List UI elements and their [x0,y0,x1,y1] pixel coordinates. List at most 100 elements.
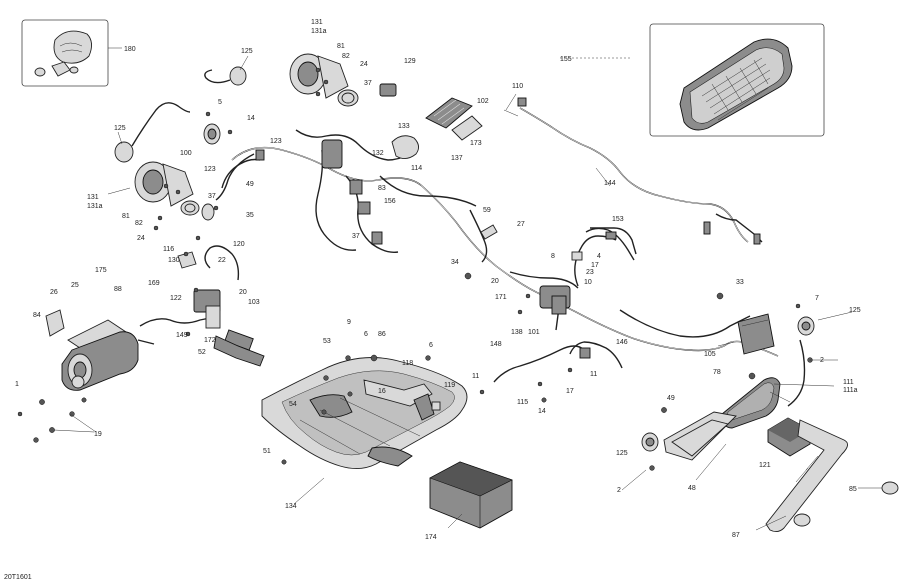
lamp-125-left [114,102,191,163]
callout-155: 155 [560,56,572,63]
callout-48: 48 [688,485,696,492]
callout-53: 53 [323,338,331,345]
callout-130: 130 [168,257,180,264]
callout-82: 82 [342,53,350,60]
relay-129 [379,83,397,97]
callout-34: 34 [451,259,459,266]
leader-lines [53,47,882,531]
callout-100: 100 [180,150,192,157]
callout-85: 85 [849,486,857,493]
license-bracket-87 [765,419,899,533]
callout-51: 51 [263,448,271,455]
callout-37: 37 [352,233,360,240]
inset-module-155 [649,23,825,137]
callout-118: 118 [402,360,413,367]
callout-24: 24 [137,235,145,242]
callout-9: 9 [347,319,351,326]
lamp-125-upper [204,66,247,86]
callout-84: 84 [33,312,41,319]
lamp-125-lower-right [641,432,659,452]
callout-26: 26 [50,289,58,296]
headlight-131-upper [289,53,359,107]
callout-171: 171 [495,294,507,301]
main-wire-harness [215,129,806,407]
callout-4: 4 [597,253,601,260]
callout-115: 115 [517,399,528,406]
callout-82: 82 [135,220,143,227]
lamp-125-right [797,316,815,336]
lamp-37-ring-lower [201,203,215,221]
callout-131: 131 [311,19,323,26]
callout-149: 149 [176,332,188,339]
module-105 [737,313,775,355]
headlight-131-lower [134,161,200,216]
callout-17: 17 [591,262,599,269]
callout-6: 6 [364,331,368,338]
callout-138: 138 [511,329,523,336]
callout-52: 52 [198,349,206,356]
callout-10: 10 [584,279,592,286]
callout-86: 86 [378,331,386,338]
callout-2: 2 [617,487,621,494]
callout-134: 134 [285,503,297,510]
callout-87: 87 [732,532,740,539]
callout-148: 148 [490,341,502,348]
callout-59: 59 [483,207,491,214]
callout-103: 103 [248,299,260,306]
callout-88: 88 [114,286,122,293]
callout-54: 54 [289,401,297,408]
callout-25: 25 [71,282,79,289]
callout-123: 123 [204,166,216,173]
callout-78: 78 [713,369,721,376]
bracket-48 [663,411,737,461]
callout-120: 120 [233,241,245,248]
callout-116: 116 [163,246,174,253]
callout-132: 132 [372,150,384,157]
callout-119: 119 [444,382,455,389]
callout-17: 17 [566,388,574,395]
callout-131a: 131a [87,203,103,210]
callout-172: 172 [204,337,216,344]
callout-6: 6 [429,342,433,349]
callout-174: 174 [425,534,437,541]
callout-122: 122 [170,295,182,302]
lamp-100 [203,123,221,145]
callout-180: 180 [124,46,136,53]
bracket-118 [363,379,441,421]
callout-81: 81 [122,213,130,220]
callout-1: 1 [15,381,19,388]
callout-81: 81 [337,43,345,50]
callout-37: 37 [364,80,372,87]
harness-148-146 [493,341,623,383]
callout-101: 101 [528,329,540,336]
callout-137: 137 [451,155,463,162]
fuse-box-102 [391,97,483,159]
fasteners [17,67,813,471]
callout-35: 35 [246,212,254,219]
callout-49: 49 [246,181,254,188]
callout-102: 102 [477,98,489,105]
callout-27: 27 [517,221,525,228]
callout-19: 19 [94,431,102,438]
callout-5: 5 [218,99,222,106]
callout-83: 83 [378,185,386,192]
callout-144: 144 [604,180,616,187]
callout-125: 125 [241,48,253,55]
callout-169: 169 [148,280,160,287]
connectors-right-harness [480,224,583,315]
callout-156: 156 [384,198,396,205]
callout-153: 153 [612,216,624,223]
callout-2: 2 [820,357,824,364]
callout-146: 146 [616,339,628,346]
callout-23: 23 [586,269,594,276]
callout-129: 129 [404,58,416,65]
harness-153 [590,227,637,255]
callout-111: 111 [843,379,854,386]
callout-20: 20 [239,289,247,296]
callout-110: 110 [512,83,523,90]
callout-133: 133 [398,123,410,130]
frame-134 [261,357,468,469]
callout-114: 114 [411,165,422,172]
callout-123: 123 [270,138,282,145]
